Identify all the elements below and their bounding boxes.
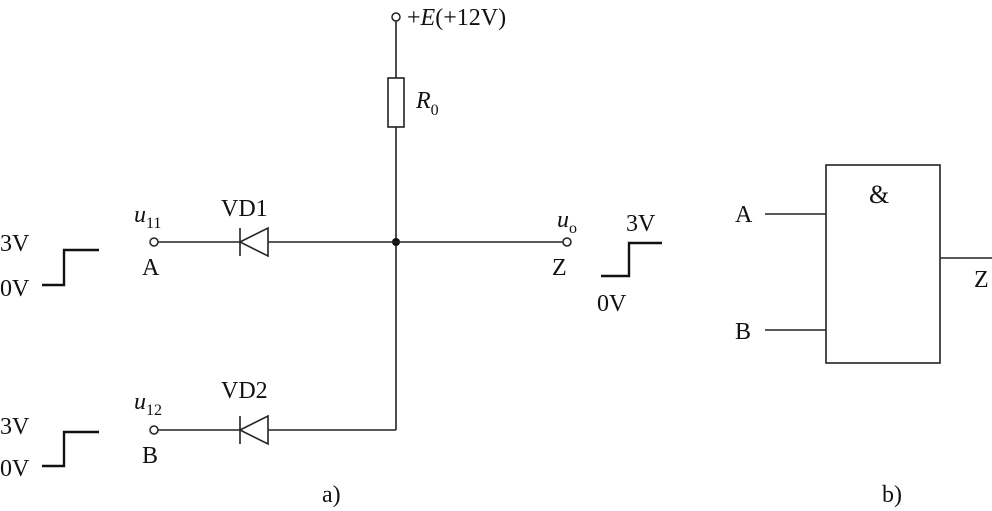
terminal-z: [562, 237, 572, 247]
terminal-b: [149, 425, 159, 435]
and-gate-symbol-label: &: [869, 180, 889, 209]
out-wave-low-label: 0V: [597, 291, 627, 317]
vd1-triangle: [238, 226, 269, 258]
and-gate-box: [825, 164, 941, 364]
node-z-label: Z: [552, 255, 567, 281]
uo-label: uo: [557, 207, 577, 237]
diode-and-circuit: +E(+12V) R0 VD1 u11 A uo Z VD2 u12: [0, 5, 662, 508]
vd1-label: VD1: [221, 196, 268, 222]
node-b-label: B: [142, 443, 158, 469]
vd2-triangle: [238, 414, 269, 446]
wave2-step: [42, 430, 99, 468]
gate-input-a-label: A: [735, 202, 753, 228]
u11-label: u11: [134, 202, 161, 232]
terminal-a: [149, 237, 159, 247]
out-wave-step: [601, 241, 662, 278]
wave1-low-label: 0V: [0, 276, 30, 302]
supply-terminal: [391, 12, 401, 22]
and-gate-symbol: & A B Z b): [735, 164, 992, 508]
u12-label: u12: [134, 389, 162, 419]
vd2-label: VD2: [221, 378, 268, 404]
resistor-r0: [387, 77, 405, 128]
caption-a: a): [322, 482, 341, 508]
wave2-high-label: 3V: [0, 414, 30, 440]
node-a-label: A: [142, 255, 160, 281]
caption-b: b): [882, 482, 902, 508]
wave1-high-label: 3V: [0, 231, 30, 257]
wave1-step: [42, 248, 99, 287]
gate-output-label: Z: [974, 267, 989, 293]
wave2-low-label: 0V: [0, 456, 30, 482]
gate-input-b-label: B: [735, 319, 751, 345]
resistor-label: R0: [415, 88, 439, 119]
out-wave-high-label: 3V: [626, 211, 656, 237]
supply-label: +E(+12V): [407, 5, 506, 31]
